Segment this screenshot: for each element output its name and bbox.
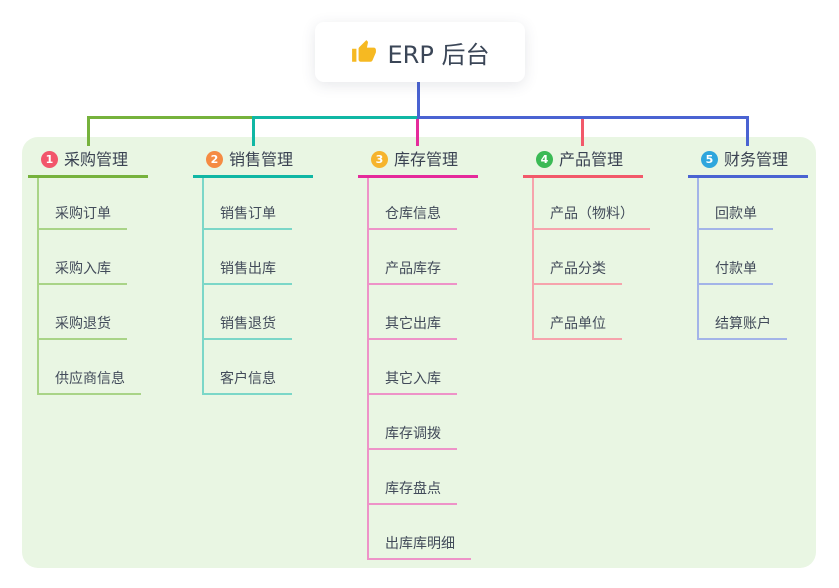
branch-underline (358, 175, 478, 178)
child-node[interactable]: 销售退货 (202, 311, 292, 340)
branch-number-badge: 4 (536, 151, 553, 168)
child-node[interactable]: 产品单位 (532, 311, 622, 340)
root-connector-line (417, 82, 420, 116)
branch-trunk-line (367, 178, 369, 560)
connector-drop-inventory (416, 119, 419, 146)
connector-bus-sales (252, 116, 418, 119)
root-node[interactable]: ERP 后台 (315, 22, 525, 82)
branch-title[interactable]: 财务管理 (724, 150, 789, 169)
child-node[interactable]: 出库库明细 (367, 531, 471, 560)
child-node[interactable]: 回款单 (697, 201, 773, 230)
branch-trunk-line (37, 178, 39, 395)
branch-underline (523, 175, 643, 178)
branch-number-badge: 1 (41, 151, 58, 168)
child-node[interactable]: 销售出库 (202, 256, 292, 285)
child-node[interactable]: 仓库信息 (367, 201, 457, 230)
child-node[interactable]: 结算账户 (697, 311, 787, 340)
connector-bus-finance (417, 116, 749, 119)
branch-underline (193, 175, 313, 178)
child-node[interactable]: 采购退货 (37, 311, 127, 340)
branch-title[interactable]: 销售管理 (229, 150, 294, 169)
child-node[interactable]: 库存调拨 (367, 421, 457, 450)
child-node[interactable]: 销售订单 (202, 201, 292, 230)
branch-title[interactable]: 产品管理 (559, 150, 624, 169)
connector-drop-sales (252, 116, 255, 146)
thumbs-up-icon (351, 39, 377, 65)
branch-title[interactable]: 库存管理 (394, 150, 459, 169)
child-node[interactable]: 付款单 (697, 256, 773, 285)
branch-trunk-line (532, 178, 534, 340)
branch-underline (28, 175, 148, 178)
branch-trunk-line (202, 178, 204, 395)
connector-bus-purchase (87, 116, 255, 119)
connector-drop-finance (746, 116, 749, 146)
branch-trunk-line (697, 178, 699, 340)
child-node[interactable]: 采购入库 (37, 256, 127, 285)
child-node[interactable]: 产品库存 (367, 256, 457, 285)
child-node[interactable]: 采购订单 (37, 201, 127, 230)
connector-drop-product (581, 119, 584, 146)
child-node[interactable]: 库存盘点 (367, 476, 457, 505)
branch-number-badge: 2 (206, 151, 223, 168)
child-node[interactable]: 供应商信息 (37, 366, 141, 395)
child-node[interactable]: 其它出库 (367, 311, 457, 340)
child-node[interactable]: 客户信息 (202, 366, 292, 395)
branch-title[interactable]: 采购管理 (64, 150, 129, 169)
branch-number-badge: 3 (371, 151, 388, 168)
connector-drop-purchase (87, 116, 90, 146)
mindmap-canvas-panel (22, 137, 816, 568)
branch-number-badge: 5 (701, 151, 718, 168)
branch-underline (688, 175, 808, 178)
child-node[interactable]: 产品（物料） (532, 201, 650, 230)
root-node-label: ERP 后台 (387, 40, 490, 69)
child-node[interactable]: 产品分类 (532, 256, 622, 285)
child-node[interactable]: 其它入库 (367, 366, 457, 395)
